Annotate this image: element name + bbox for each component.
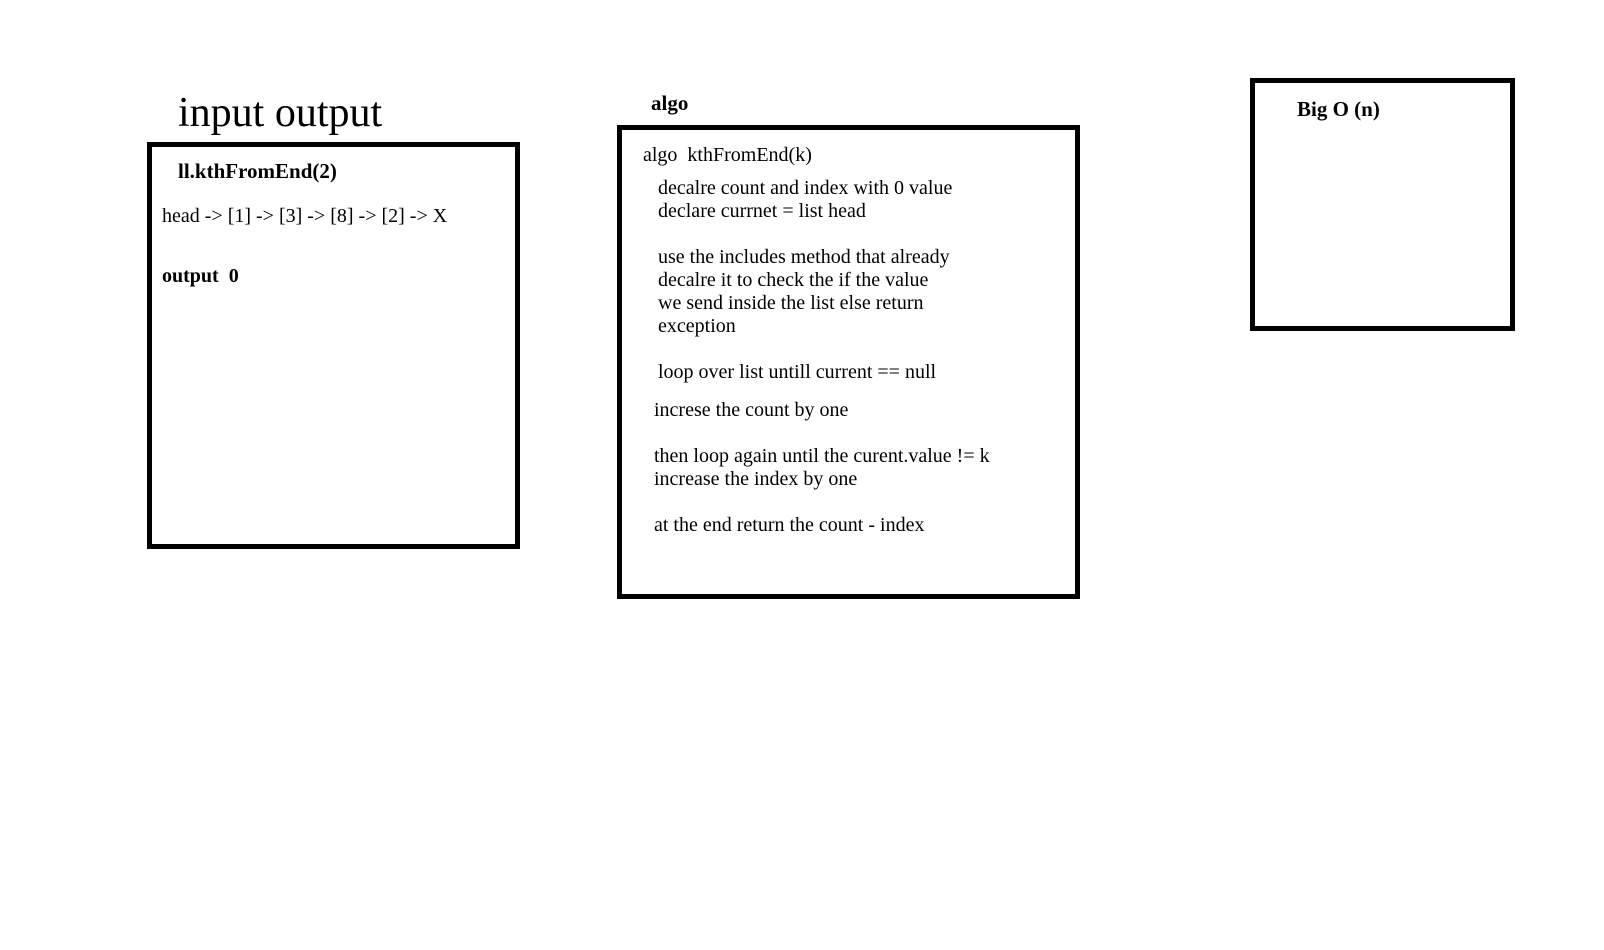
algo-step: decalre it to check the if the value — [658, 269, 929, 291]
algo-title: algo — [651, 91, 689, 115]
algo-step: exception — [658, 315, 736, 337]
algo-step: loop over list untill current == null — [658, 361, 937, 383]
io-output: output 0 — [162, 265, 239, 287]
algo-step: decalre count and index with 0 value — [658, 177, 953, 199]
algo-box: algo kthFromEnd(k) decalre count and ind… — [617, 125, 1080, 599]
algo-step: declare currnet = list head — [658, 200, 866, 222]
io-list: head -> [1] -> [3] -> [8] -> [2] -> X — [162, 205, 448, 227]
bigo-title: Big O (n) — [1297, 97, 1380, 121]
algo-step: increase the index by one — [654, 468, 858, 490]
io-call: ll.kthFromEnd(2) — [178, 159, 337, 183]
algo-signature: algo kthFromEnd(k) — [643, 144, 812, 166]
io-title: input output — [178, 90, 383, 136]
algo-step: at the end return the count - index — [654, 514, 925, 536]
algo-step: use the includes method that already — [658, 246, 950, 268]
io-box: ll.kthFromEnd(2) head -> [1] -> [3] -> [… — [147, 142, 520, 549]
algo-step: then loop again until the curent.value !… — [654, 445, 990, 467]
bigo-box: Big O (n) — [1250, 78, 1515, 331]
algo-step: increse the count by one — [654, 399, 849, 421]
algo-step: we send inside the list else return — [658, 292, 924, 314]
